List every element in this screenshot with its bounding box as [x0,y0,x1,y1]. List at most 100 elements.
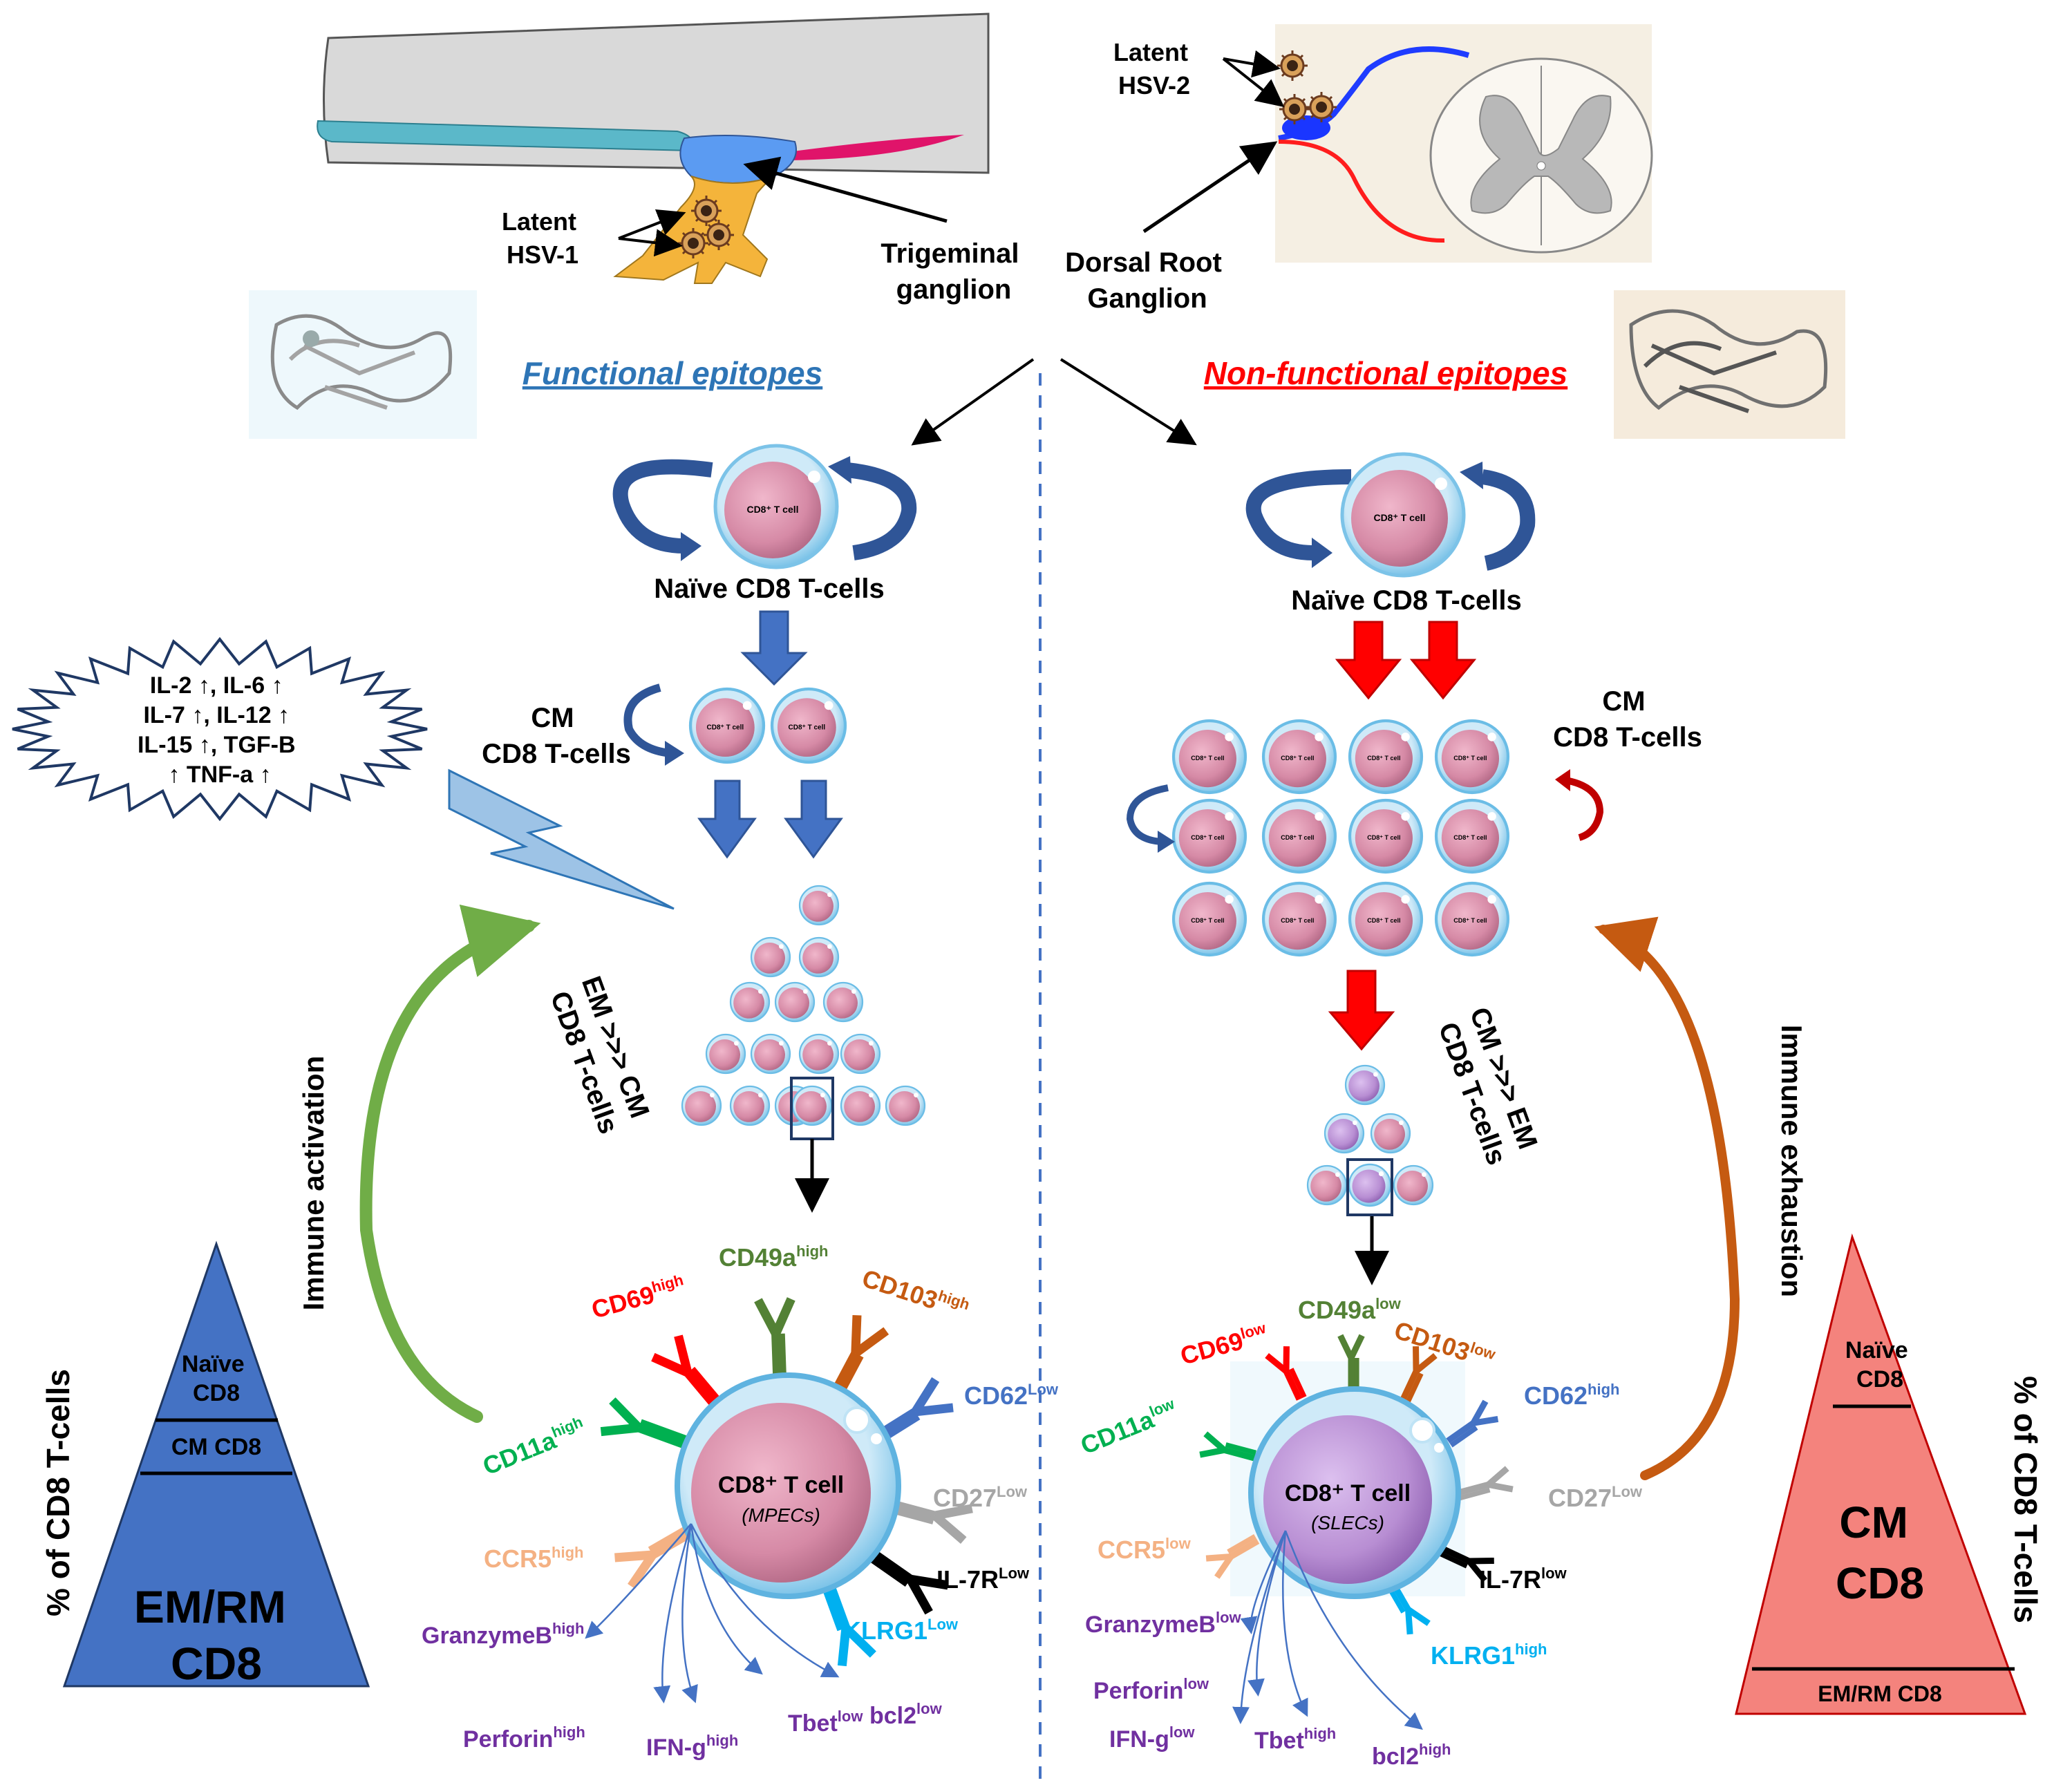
trigeminal-pointer-arrow [743,156,948,223]
tbet-secretion-arrow [1282,1530,1308,1717]
right-naive-label: Naïve CD8 T-cells [1291,585,1522,616]
cm-cell: CD8⁺ T cell [1348,881,1424,957]
cell-label: CD8⁺ T cell [1367,755,1400,762]
right-pyramid-middle: CM CD8 [1836,1498,1924,1608]
cell-label: CD8⁺ T cell [1453,755,1487,762]
perforin-label: Perforinhigh [463,1723,585,1753]
selected-cell-box-right [1346,1158,1393,1216]
il7r-receptor: IL-7Rlow [1438,1545,1567,1594]
drg-label: Dorsal Root Ganglion [1065,247,1230,314]
effector-cell [798,936,840,978]
left-down-arrow-2 [697,780,757,859]
cd69-receptor: CD69high [588,1271,726,1413]
stack-cell [1324,1113,1365,1154]
bcl2-label: bcl2low [869,1700,943,1729]
right-down-arrow-2 [1409,621,1477,700]
cell-label: CD8⁺ T cell [1191,755,1224,762]
klrg1-receptor: KLRG1high [1385,1580,1547,1670]
left-branch-arrow [911,358,1035,446]
cd49a-label: CD49alow [1298,1295,1402,1324]
cell-label: CD8⁺ T cell [746,504,798,515]
latent-hsv2-label: Latent HSV-2 [1113,38,1195,100]
granzyme-secretion-arrow [1240,1530,1287,1634]
stack-cell [1348,1163,1392,1207]
effector-cell [681,1085,722,1126]
nonfunctional-epitopes-heading: Non-functional epitopes [1204,355,1567,391]
naive-cycle-arrowhead-left [681,532,701,561]
cytokine-starburst [12,636,428,822]
cd69-label: CD69high [588,1271,688,1323]
right-cm-label: CM CD8 T-cells [1553,686,1702,753]
il7r-label: IL-7RLow [936,1565,1030,1594]
left-naive-label: Naïve CD8 T-cells [654,574,885,604]
perforin-secretion-arrow [1247,1530,1287,1697]
il7r-receptor: IL-7RLow [865,1547,1030,1615]
cd27-label: CD27Low [1548,1483,1643,1512]
cd62-label: CD62Low [964,1381,1059,1410]
right-cm-cycle-arrow-left [1126,784,1169,845]
cm-cell: CD8⁺ T cell [1171,719,1247,795]
cd62-label: CD62high [1524,1381,1619,1410]
right-naive-cycle-arrow-right [1481,469,1536,571]
nonfunctional-branch: CD8⁺ T cell Naïve CD8 T-cells CM CD8 T-c… [1076,452,2044,1770]
cm-cell: CD8⁺ T cell [1348,719,1424,795]
mpec-big-cell: CD8⁺ T cell (MPECs) [675,1372,901,1599]
cm-cell: CD8⁺ T cell [1348,798,1424,874]
cell-label: CD8⁺ T cell [1453,917,1487,924]
cd49a-receptor: CD49alow [1298,1295,1402,1389]
left-cm-label: CM CD8 T-cells [482,703,631,769]
ifng-secretion-arrow [681,1523,698,1703]
right-naive-cycle-arrowhead-left [1312,538,1332,568]
signal-lightning-bolt [448,768,675,910]
mpec-subtitle: (MPECs) [742,1504,820,1526]
tbet-secretion-arrow [690,1523,763,1675]
right-cm-cycle-arrow-right [1567,777,1604,841]
cd62-receptor: CD62high [1446,1381,1619,1448]
mpec-title: CD8⁺ T cell [718,1472,844,1498]
cd49a-receptor: CD49ahigh [719,1243,829,1383]
effector-cell [840,1085,881,1126]
naive-cycle-arrow-right [845,462,917,560]
cd11a-label: CD11alow [1076,1395,1182,1460]
perforin-label: Perforinlow [1093,1675,1209,1704]
cell-label: CD8⁺ T cell [789,724,826,731]
klrg1-receptor: KLRG1Low [820,1580,959,1667]
il7r-label: IL-7Rlow [1479,1565,1567,1594]
cm-cell: CD8⁺ T cell [1434,881,1510,957]
cm-cycle-arrowhead-left [665,741,684,766]
right-pyramid-axis-label: % of CD8 T-cells [2008,1376,2044,1623]
right-cm-em-label: CM >>> EM CD8 T-cells [1431,1003,1546,1172]
left-down-arrow-3 [784,780,843,859]
naive-cd8-cell-left: CD8⁺ T cell [713,444,839,569]
left-pyramid-shape [62,1240,370,1688]
trigeminal-ganglion-illustration [317,12,990,284]
cd49a-label: CD49ahigh [719,1243,829,1272]
cell-label: CD8⁺ T cell [1373,512,1425,523]
cell-label: CD8⁺ T cell [707,724,744,731]
granzyme-secretion-arrow [585,1523,692,1639]
left-effector-cell-stack [681,885,926,1126]
hsv2-pointer-arrow-2 [1222,57,1285,107]
cell-label: CD8⁺ T cell [1191,834,1224,841]
effector-cell [729,1085,771,1126]
cd11a-label: CD11ahigh [478,1413,590,1481]
right-naive-cycle-arrow-left [1245,469,1352,560]
tbet-label: Tbethigh [1254,1725,1336,1754]
effector-cell [822,981,864,1023]
naive-cycle-arrowhead-right [828,456,851,484]
left-percentage-pyramid: Naïve CD8 CM CD8 EM/RM CD8 % of CD8 T-ce… [40,1240,370,1689]
left-em-cm-label: EM >>> CM CD8 T-cells [543,972,658,1141]
cm-cell: CD8⁺ T cell [688,687,766,764]
ccr5-label: CCR5low [1098,1535,1192,1564]
bcl2-label: bcl2high [1372,1741,1451,1770]
ccr5-label: CCR5high [484,1544,583,1573]
protein-structure-image-left [249,290,477,439]
cm-cell: CD8⁺ T cell [1261,798,1337,874]
granzyme-label: GranzymeBhigh [422,1620,584,1649]
cell-label: CD8⁺ T cell [1367,917,1400,924]
naive-cycle-arrow-left [612,459,713,554]
cm-cell: CD8⁺ T cell [1171,881,1247,957]
cell-label: CD8⁺ T cell [1367,834,1400,841]
immune-activation-arrow [359,905,541,1423]
